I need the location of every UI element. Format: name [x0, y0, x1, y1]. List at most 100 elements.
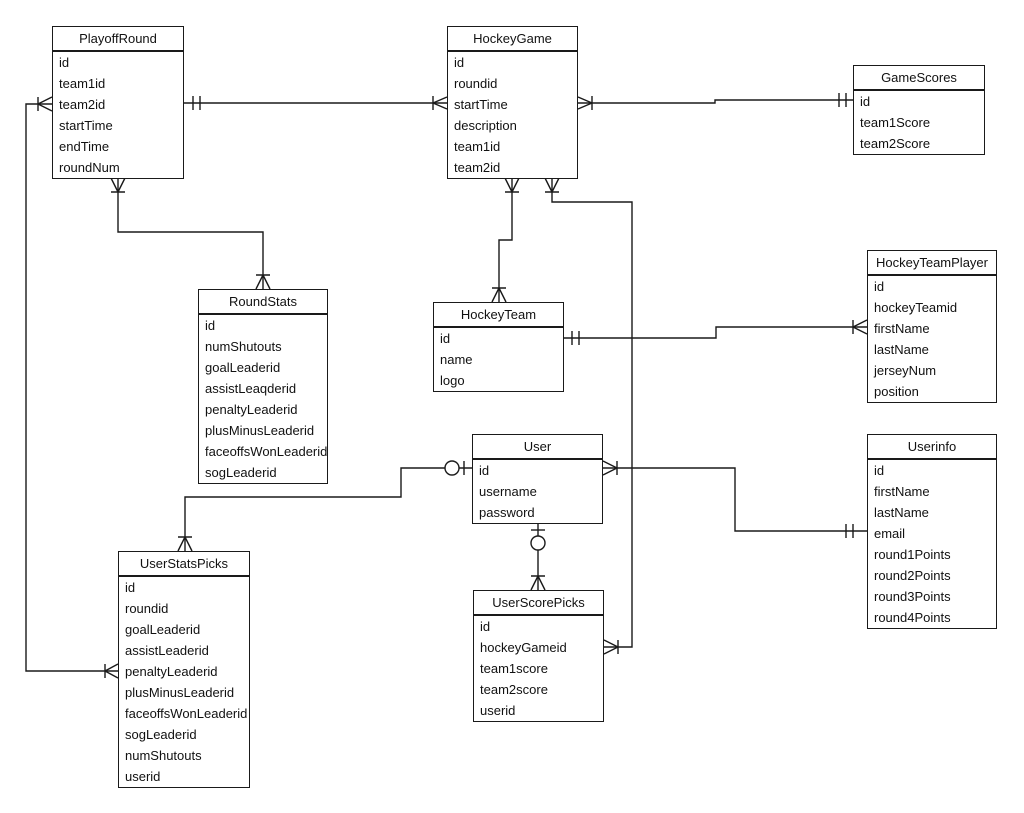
entity-table-hockeygame: HockeyGame id roundid startTime descript…	[447, 26, 578, 179]
rel-user-userscorepicks	[530, 522, 546, 591]
field-row: endTime	[59, 139, 110, 154]
entity-title: User	[473, 435, 602, 460]
field-row: hockeyTeamid	[874, 300, 958, 315]
crow-foot-symbol	[530, 575, 546, 591]
field-row: firstName	[874, 321, 930, 336]
crow-foot-symbol	[255, 274, 271, 290]
entity-title: HockeyTeam	[434, 303, 563, 328]
field-row: team2id	[454, 160, 501, 175]
field-row: id	[480, 619, 491, 634]
crow-foot-symbol	[577, 96, 593, 110]
field-row: name	[440, 352, 473, 367]
entity-title: GameScores	[854, 66, 984, 91]
entity-title: HockeyGame	[448, 27, 577, 52]
rel-hockeyteam-hockeyteamplayer	[564, 319, 868, 345]
entity-table-roundstats: RoundStats id numShutouts goalLeaderid a…	[198, 289, 328, 484]
field-row: assistLeaqderid	[205, 381, 297, 396]
field-row: id	[874, 279, 885, 294]
zero-circle-symbol	[444, 460, 460, 476]
field-row: team2id	[59, 97, 106, 112]
rel-playoffround-userstatspicks	[25, 96, 119, 679]
field-row: lastName	[874, 342, 929, 357]
field-row: sogLeaderid	[125, 727, 197, 742]
field-row: id	[205, 318, 216, 333]
field-row: roundNum	[59, 160, 120, 175]
crow-foot-symbol	[104, 663, 119, 679]
crow-foot-symbol	[544, 177, 560, 193]
double-tick-symbol	[571, 331, 580, 345]
field-row: team2Score	[860, 136, 931, 151]
field-row: sogLeaderid	[205, 465, 277, 480]
field-row: plusMinusLeaderid	[205, 423, 315, 438]
field-row: goalLeaderid	[125, 622, 201, 637]
field-row: username	[479, 484, 537, 499]
field-row: team1id	[59, 76, 106, 91]
entity-title: RoundStats	[199, 290, 327, 315]
entity-table-hockeyteam: HockeyTeam id name logo	[433, 302, 564, 392]
field-row: faceoffsWonLeaderid	[125, 706, 248, 721]
field-row: startTime	[59, 118, 113, 133]
field-row: team1score	[480, 661, 548, 676]
field-row: round3Points	[874, 589, 951, 604]
crow-foot-symbol	[602, 460, 618, 476]
rel-user-userstatspicks	[177, 460, 472, 552]
double-tick-symbol	[845, 524, 854, 538]
crow-foot-symbol	[110, 177, 126, 193]
crow-foot-symbol	[37, 96, 53, 112]
entity-title: Userinfo	[868, 435, 996, 460]
rel-hockeygame-hockeyteam	[491, 177, 520, 303]
field-row: round2Points	[874, 568, 951, 583]
field-row: faceoffsWonLeaderid	[205, 444, 328, 459]
crow-foot-symbol	[177, 536, 193, 552]
field-row: roundid	[454, 76, 498, 91]
field-row: round4Points	[874, 610, 951, 625]
field-row: penaltyLeaderid	[125, 664, 218, 679]
field-row: team1Score	[860, 115, 931, 130]
field-row: id	[860, 94, 871, 109]
field-row: id	[479, 463, 490, 478]
field-row: jerseyNum	[874, 363, 937, 378]
field-row: round1Points	[874, 547, 951, 562]
field-row: hockeyGameid	[480, 640, 567, 655]
entity-table-userstatspicks: UserStatsPicks id roundid goalLeaderid a…	[118, 551, 250, 788]
entity-table-user: User id username password	[472, 434, 603, 524]
rel-playoffround-roundstats	[110, 177, 271, 290]
field-row: lastName	[874, 505, 929, 520]
entity-title: HockeyTeamPlayer	[868, 251, 996, 276]
entity-table-playoffround: PlayoffRound id team1id team2id startTim…	[52, 26, 184, 179]
entity-table-hockeyteamplayer: HockeyTeamPlayer id hockeyTeamid firstNa…	[867, 250, 997, 403]
field-row: plusMinusLeaderid	[125, 685, 235, 700]
entity-table-userscorepicks: UserScorePicks id hockeyGameid team1scor…	[473, 590, 604, 722]
field-row: goalLeaderid	[205, 360, 281, 375]
field-row: id	[59, 55, 70, 70]
field-row: id	[125, 580, 136, 595]
entity-title: UserStatsPicks	[119, 552, 249, 577]
field-row: userid	[125, 769, 161, 784]
crow-foot-symbol	[432, 96, 448, 110]
rel-playoffround-hockeygame	[184, 96, 448, 110]
entity-title: UserScorePicks	[474, 591, 603, 616]
double-tick-symbol	[192, 96, 201, 110]
entity-table-gamescores: GameScores id team1Score team2Score	[853, 65, 985, 155]
field-row: firstName	[874, 484, 930, 499]
field-row: id	[440, 331, 451, 346]
crow-foot-symbol	[504, 177, 520, 193]
field-row: penaltyLeaderid	[205, 402, 298, 417]
crow-foot-symbol	[491, 287, 507, 303]
field-row: email	[874, 526, 906, 541]
field-row: position	[874, 384, 919, 399]
entity-title: PlayoffRound	[53, 27, 183, 52]
field-row: roundid	[125, 601, 169, 616]
field-row: numShutouts	[205, 339, 282, 354]
rel-hockeygame-gamescores	[577, 93, 853, 110]
crow-foot-symbol	[852, 319, 868, 335]
field-row: team2score	[480, 682, 548, 697]
field-row: logo	[440, 373, 465, 388]
crow-foot-symbol	[603, 639, 619, 655]
field-row: password	[479, 505, 535, 520]
field-row: description	[454, 118, 517, 133]
field-row: team1id	[454, 139, 501, 154]
field-row: id	[874, 463, 885, 478]
